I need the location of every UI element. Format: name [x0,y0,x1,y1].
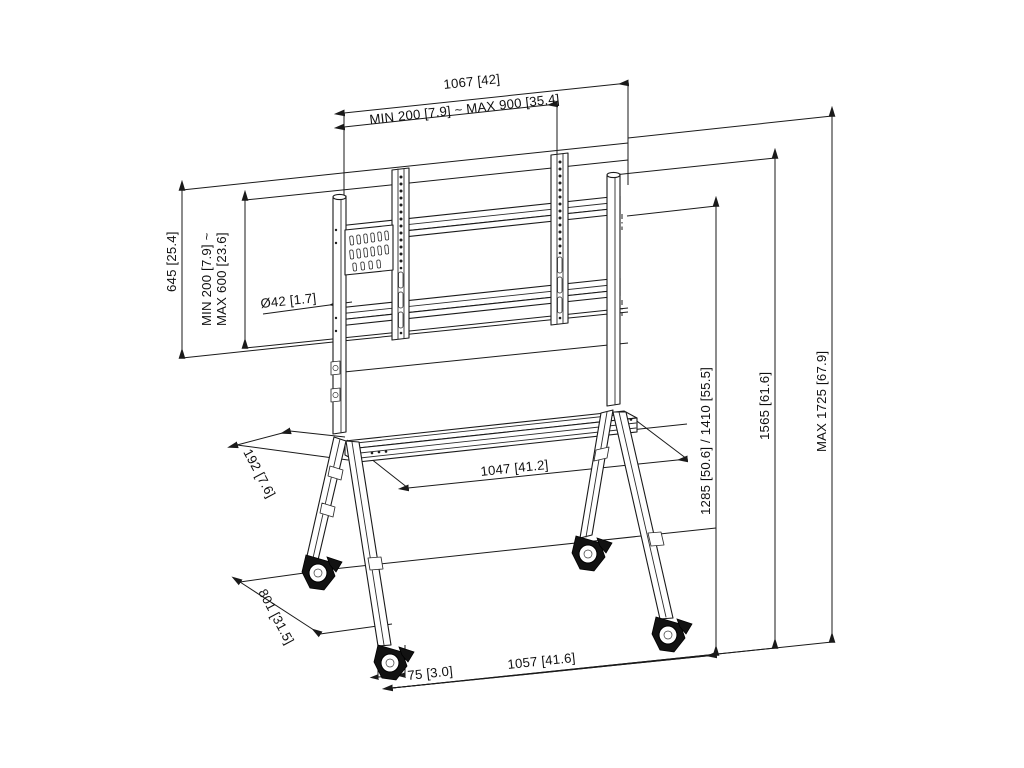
caster-rear-right [571,535,613,572]
centre-shelf [344,410,638,463]
legs-and-casters [301,409,693,681]
label-max-overall-height: MAX 1725 [67.9] [814,351,829,452]
caster-front-right [651,616,693,653]
right-vertical-column [606,171,621,407]
product-geometry [301,152,693,681]
vesa-mount-strip-right [550,152,569,326]
vesa-hole-column-left [399,175,403,263]
label-screen-centre-height: 1285 [50.6] / 1410 [55.5] [698,367,713,515]
label-vesa-range-line1: MIN 200 [7.9] ~ [199,232,214,326]
leg-front-left [345,440,392,647]
label-top-overall-width: 1067 [42] [443,71,501,92]
label-left-panel-height: 645 [25.4] [164,231,179,292]
vesa-plate-slot-grid [349,230,390,272]
caster-rear-left [301,554,343,591]
dim-base-width [381,651,718,692]
left-vertical-column [330,193,347,435]
label-shelf-width: 1047 [41.2] [480,457,549,479]
leg-front-right [612,411,674,620]
vesa-hole-column-right [558,160,562,248]
label-tube-diameter: Ø42 [1.7] [260,290,317,311]
vesa-adapter-plate [344,224,394,276]
vesa-mount-strip-left [391,167,410,341]
caster-front-left [373,644,415,681]
dim-left-panel-height [178,172,352,359]
label-top-of-mount-height: 1565 [61.6] [757,372,772,440]
dim-vesa-vertical-range [241,184,400,349]
label-base-width: 1057 [41.6] [507,650,576,672]
label-caster-diameter: 75 [3.0] [407,663,454,683]
leg-rear-right [579,409,614,539]
label-vesa-range-line2: MAX 600 [23.6] [214,232,229,326]
